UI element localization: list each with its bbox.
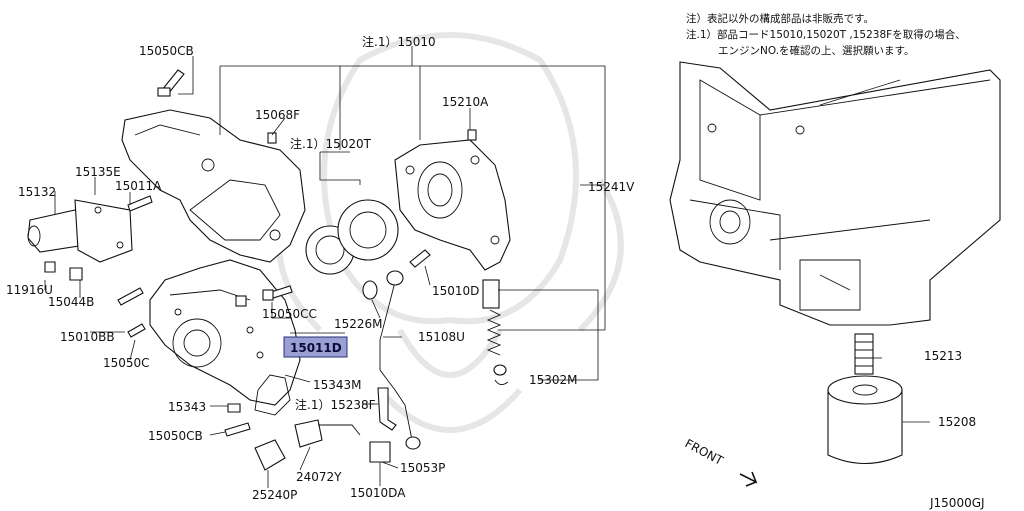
label-15238f[interactable]: 注.1）15238F bbox=[295, 397, 376, 412]
oil-pipe bbox=[379, 270, 421, 450]
bracket-15238f bbox=[377, 387, 397, 431]
oil-pump-gear bbox=[305, 199, 399, 275]
front-cover bbox=[149, 259, 301, 406]
front-arrow-icon bbox=[739, 471, 758, 487]
label-15302m[interactable]: 15302M bbox=[529, 373, 578, 387]
leader-lines bbox=[44, 46, 930, 488]
label-15226m[interactable]: 15226M bbox=[334, 317, 383, 331]
front-label: FRONT bbox=[683, 436, 726, 468]
front-indicator: FRONT bbox=[683, 436, 758, 487]
label-15213[interactable]: 15213 bbox=[924, 349, 962, 363]
label-15108u[interactable]: 15108U bbox=[418, 330, 465, 344]
oil-pump-body bbox=[394, 139, 511, 271]
label-15050cb-top[interactable]: 15050CB bbox=[139, 44, 194, 58]
highlight-box bbox=[283, 336, 348, 358]
washer-15226m bbox=[362, 280, 378, 300]
timing-cover bbox=[121, 109, 306, 263]
relief-valve-set bbox=[482, 279, 509, 385]
sensors-bottom bbox=[254, 374, 391, 471]
filter-stud bbox=[854, 333, 874, 375]
label-15068f[interactable]: 15068F bbox=[255, 108, 300, 122]
diagram-code: J15000GJ bbox=[929, 496, 985, 510]
label-11916u[interactable]: 11916U bbox=[6, 283, 53, 297]
label-15020t[interactable]: 注.1）15020T bbox=[290, 136, 372, 151]
label-15050cc[interactable]: 15050CC bbox=[262, 307, 317, 321]
label-15011d-highlighted[interactable]: 15011D bbox=[290, 341, 342, 355]
solenoid-valve bbox=[27, 199, 133, 263]
label-15044b[interactable]: 15044B bbox=[48, 295, 94, 309]
label-15010d[interactable]: 15010D bbox=[432, 284, 479, 298]
label-15010da[interactable]: 15010DA bbox=[350, 486, 406, 500]
bolts bbox=[44, 69, 477, 437]
label-15050c[interactable]: 15050C bbox=[103, 356, 150, 370]
label-24072y[interactable]: 24072Y bbox=[296, 470, 342, 484]
part-labels: 15050CB 注.1）15010 15068F 15210A 注.1）1502… bbox=[6, 34, 976, 502]
label-15241v[interactable]: 15241V bbox=[588, 180, 635, 194]
label-15210a[interactable]: 15210A bbox=[442, 95, 489, 109]
label-15050cb-bottom[interactable]: 15050CB bbox=[148, 429, 203, 443]
label-15135e[interactable]: 15135E bbox=[75, 165, 121, 179]
label-15053p[interactable]: 15053P bbox=[400, 461, 445, 475]
label-15132[interactable]: 15132 bbox=[18, 185, 56, 199]
note-line-2: 注.1）部品コード15010,15020T ,15238Fを取得の場合、 bbox=[686, 28, 966, 41]
engine-block bbox=[669, 61, 1001, 326]
note-line-1: 注）表記以外の構成部品は非販売です。 bbox=[686, 12, 874, 25]
label-15343m[interactable]: 15343M bbox=[313, 378, 362, 392]
label-25240p[interactable]: 25240P bbox=[252, 488, 297, 502]
label-15010bb[interactable]: 15010BB bbox=[60, 330, 115, 344]
label-15011a[interactable]: 15011A bbox=[115, 179, 162, 193]
note-line-3: エンジンNO.を確認の上、選択願います。 bbox=[718, 44, 914, 57]
label-15010[interactable]: 注.1）15010 bbox=[362, 34, 436, 49]
label-15208[interactable]: 15208 bbox=[938, 415, 976, 429]
notes-block: 注）表記以外の構成部品は非販売です。 注.1）部品コード15010,15020T… bbox=[686, 12, 966, 57]
oil-filter bbox=[827, 375, 903, 464]
label-15343[interactable]: 15343 bbox=[168, 400, 206, 414]
